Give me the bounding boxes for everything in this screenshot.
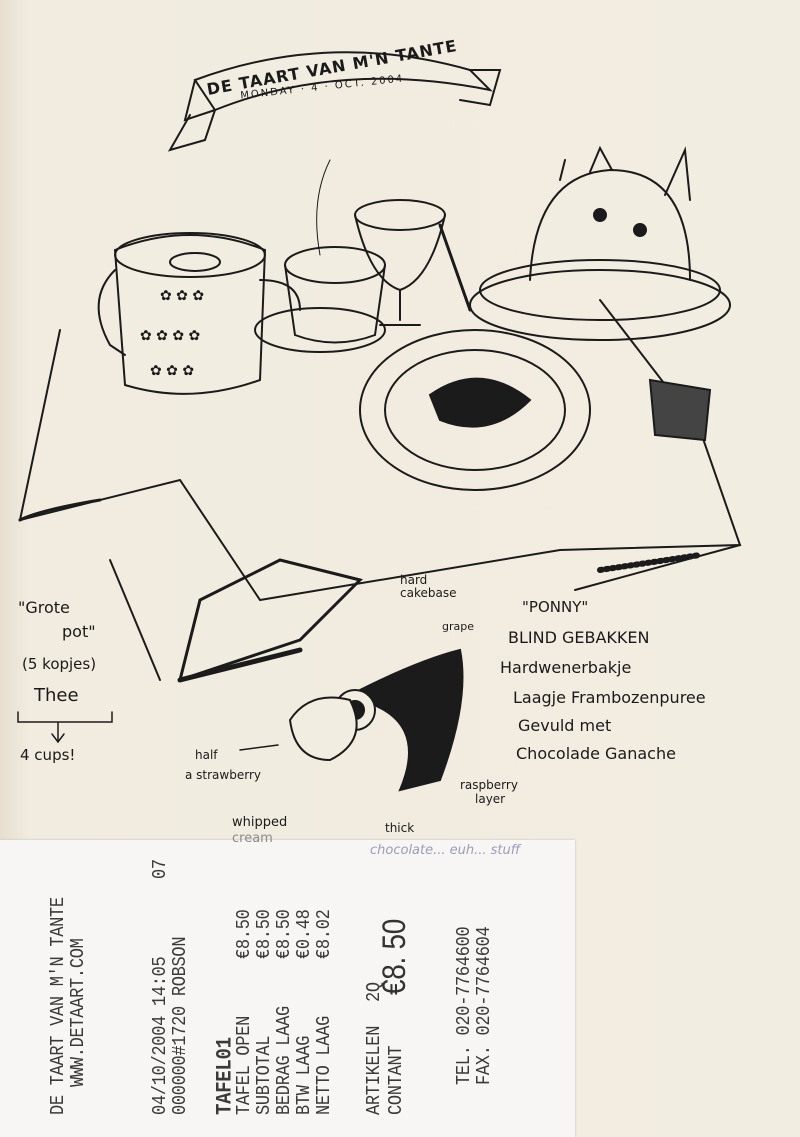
label-line: half [195, 748, 218, 762]
pen [109, 559, 161, 681]
label-line: whipped [232, 815, 288, 830]
glass [354, 199, 472, 326]
svg-text:✿ ✿ ✿: ✿ ✿ ✿ [150, 363, 194, 379]
teapot: ✿ ✿ ✿ ✿ ✿ ✿ ✿ ✿ ✿ ✿ [97, 232, 301, 395]
receipt-item-label: NETTO LAAG [314, 1015, 336, 1115]
receipt-tel: TEL. 020-7764600 [454, 926, 476, 1085]
receipt-item-label: TAFEL OPEN [234, 1015, 256, 1115]
label-line: raspberry [460, 778, 518, 792]
receipt-item-amount: €8.02 [314, 909, 336, 959]
pastry-line-1: BLIND GEBAKKEN [508, 628, 650, 647]
label-thick: thick [385, 821, 415, 835]
receipt-item-amount: €8.50 [274, 909, 296, 959]
receipt-item-amount: €0.48 [294, 909, 316, 959]
pastry-name: "PONNY" [522, 598, 589, 616]
receipt-articles-label: ARTIKELEN [364, 1025, 386, 1115]
receipt-item-label: SUBTOTAL [254, 1035, 276, 1115]
tea-note-3: (5 kopjes) [22, 655, 97, 673]
receipt-website: WWW.DETAART.COM [68, 938, 90, 1087]
label-line: a strawberry [185, 768, 261, 782]
receipt-item-amount: €8.50 [234, 909, 256, 959]
pastry-line-2: Hardwenerbakje [500, 658, 632, 677]
label-half-strawberry: half a strawberry [185, 745, 261, 785]
svg-text:✿ ✿ ✿: ✿ ✿ ✿ [160, 288, 204, 304]
pastry-slice-detail [177, 558, 464, 792]
receipt-item-amount: €8.50 [254, 909, 276, 959]
receipt-payment-label: CONTANT [386, 1045, 408, 1115]
tea-note-5: 4 cups! [20, 746, 76, 764]
receipt-shop: DE TAART VAN M'N TANTE [48, 897, 70, 1115]
pastry-line-4: Gevuld met [518, 716, 612, 735]
receipt-item-label: BTW LAAG [294, 1035, 316, 1115]
arrow [239, 744, 279, 751]
teacup [254, 159, 386, 353]
label-line: hard [400, 573, 428, 587]
banner-ribbon [167, 51, 502, 152]
faint-note: chocolate... euh... stuff [370, 843, 521, 858]
sugar-basket [648, 378, 712, 442]
svg-text:✿ ✿ ✿ ✿: ✿ ✿ ✿ ✿ [140, 328, 200, 344]
label-line: cakebase [400, 586, 457, 600]
receipt-total: €8. 50 [376, 918, 412, 995]
pastry-plate [359, 329, 591, 491]
label-line: cream [232, 831, 273, 846]
pastry-line-5: Chocolade Ganache [516, 744, 676, 763]
tea-note-2: pot" [62, 622, 96, 641]
tea-note-1: "Grote [18, 598, 70, 617]
receipt-datetime: 04/10/2004 14:05 [150, 956, 172, 1115]
receipt: DE TAART VAN M'N TANTE WWW.DETAART.COM 0… [0, 840, 575, 1137]
receipt-order: 000000#1720 ROBSON [170, 936, 192, 1115]
tea-bracket [17, 711, 113, 744]
tablecloth [18, 299, 742, 602]
label-line: layer [475, 792, 506, 806]
receipt-item-label: BEDRAG LAAG [274, 1006, 296, 1115]
tea-note-4: Thee [34, 685, 79, 706]
receipt-register: 07 [150, 859, 172, 879]
receipt-fax: FAX. 020-7764604 [474, 926, 496, 1085]
cake-dome [469, 145, 731, 341]
pastry-line-3: Laagje Frambozenpuree [513, 688, 706, 707]
label-grape: grape [442, 620, 474, 633]
